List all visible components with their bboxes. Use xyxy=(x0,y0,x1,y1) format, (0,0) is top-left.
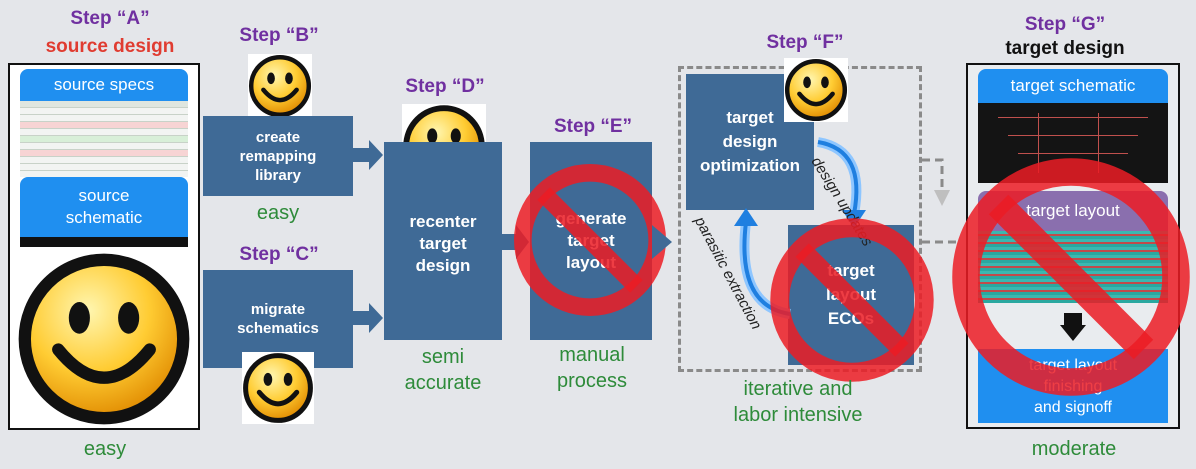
right-arrow-icon xyxy=(353,140,383,170)
right-arrow-icon xyxy=(353,303,383,333)
step-g-subtitle: target design xyxy=(1005,38,1125,59)
recenter-target-design-box: recenter target design xyxy=(384,142,502,340)
down-arrow-icon xyxy=(1060,313,1086,341)
smiley-face-icon xyxy=(248,54,312,118)
step-e-label: Step “E” xyxy=(553,116,633,137)
step-a-subtitle: source design xyxy=(45,36,175,57)
step-d-result: semi accurate xyxy=(404,346,482,394)
step-b-label: Step “B” xyxy=(239,25,319,46)
step-b-result: easy xyxy=(256,202,300,224)
right-arrow-icon xyxy=(652,225,672,259)
migrate-schematics-box: migrate schematics xyxy=(203,270,353,368)
dashed-connector xyxy=(922,158,960,244)
step-c-label: Step “C” xyxy=(239,244,319,265)
design-updates-arrow xyxy=(816,137,866,228)
source-schematic-header: source schematic xyxy=(20,177,188,237)
step-d-label: Step “D” xyxy=(405,76,485,97)
step-g-label: Step “G” xyxy=(1024,14,1106,35)
smiley-face-icon xyxy=(16,251,192,427)
target-schematic-header: target schematic xyxy=(978,69,1168,103)
step-f-result: iterative and labor intensive xyxy=(733,378,863,426)
prohibited-icon xyxy=(766,214,938,386)
smiley-face-icon xyxy=(784,58,848,122)
smiley-face-icon xyxy=(242,352,314,424)
create-remapping-library-box: create remapping library xyxy=(203,116,353,196)
source-specs-header: source specs xyxy=(20,69,188,101)
prohibited-icon xyxy=(510,160,670,320)
specs-table-image xyxy=(20,101,188,177)
step-f-label: Step “F” xyxy=(766,32,844,53)
step-a-label: Step “A” xyxy=(70,8,150,29)
step-e-result: manual process xyxy=(556,344,628,392)
prohibited-icon xyxy=(946,152,1196,402)
source-design-panel: source specs source schematic xyxy=(8,63,200,430)
step-g-result: moderate xyxy=(1031,438,1117,460)
schematic-image-strip xyxy=(20,237,188,247)
step-a-result: easy xyxy=(83,438,127,460)
